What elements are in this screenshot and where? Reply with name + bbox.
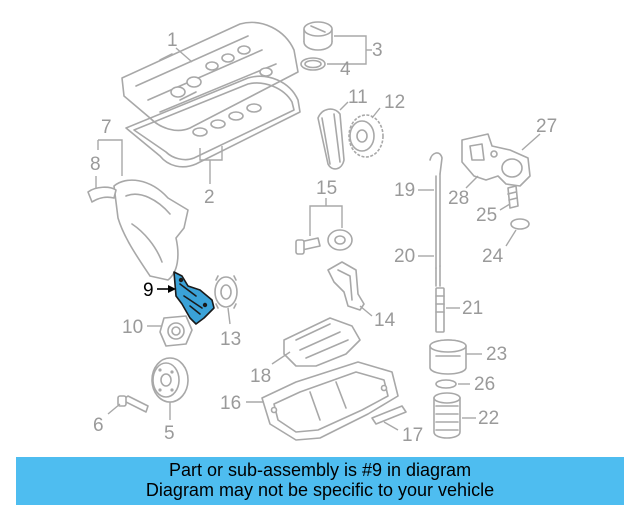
callout-12: 12 — [384, 92, 405, 113]
oil-filter-part — [433, 392, 461, 439]
callout-28-leader — [465, 175, 479, 189]
callout-3-4-leader — [327, 35, 372, 65]
oil-filler-cap-part — [303, 21, 333, 51]
callout-9: 9 — [143, 280, 154, 301]
callout-16: 16 — [220, 393, 241, 414]
callout-15-leader — [309, 198, 343, 236]
callout-17: 17 — [402, 425, 423, 446]
callout-2: 2 — [204, 187, 215, 208]
callout-6-leader — [107, 403, 121, 415]
callout-23: 23 — [486, 344, 507, 365]
seal-ring-part — [510, 218, 530, 230]
bolt-part — [117, 395, 149, 413]
callout-13-leader — [227, 307, 231, 325]
callout-17-leader — [383, 421, 399, 431]
callout-22: 22 — [478, 408, 499, 429]
bracket-part — [327, 261, 365, 311]
callout-4: 4 — [340, 59, 351, 80]
valve-cover-part — [121, 21, 299, 132]
oil-baffle-part — [283, 317, 361, 367]
callout-25-leader — [499, 203, 511, 211]
parts-diagram: 1 2 3 4 7 — [87, 21, 557, 446]
o-ring-part — [435, 379, 457, 389]
stud-part — [435, 287, 445, 333]
callout-27: 27 — [536, 116, 557, 137]
belt-pulley-part — [214, 275, 238, 309]
callout-5: 5 — [164, 423, 175, 444]
crank-pulley-part — [151, 357, 189, 403]
callout-1: 1 — [167, 30, 178, 51]
callout-8: 8 — [90, 154, 101, 175]
filter-housing-part — [429, 339, 467, 375]
gasket-strip-part — [371, 405, 407, 425]
callout-27-leader — [521, 133, 541, 151]
dipstick-part — [429, 152, 443, 287]
callout-20: 20 — [394, 246, 415, 267]
camshaft-sprocket-part — [348, 114, 384, 158]
seal-flange-part — [159, 315, 193, 347]
valve-cover-gasket-part — [125, 75, 301, 168]
callout-18-leader — [271, 351, 291, 365]
timing-belt-part — [317, 108, 345, 170]
callout-28: 28 — [448, 188, 469, 209]
callout-6: 6 — [93, 415, 104, 436]
callout-26: 26 — [474, 374, 495, 395]
banner-line-2: Diagram may not be specific to your vehi… — [145, 480, 495, 500]
callout-14-leader — [359, 305, 373, 317]
oil-pan-part — [261, 361, 399, 441]
callout-25: 25 — [476, 205, 497, 226]
callout-21: 21 — [462, 298, 483, 319]
callout-11-12-leader — [339, 101, 381, 119]
callout-7: 7 — [101, 117, 112, 138]
callout-11: 11 — [348, 87, 368, 108]
part-9-highlighted — [173, 271, 215, 325]
callout-13: 13 — [220, 329, 241, 350]
callout-2-leader — [199, 146, 223, 184]
tensioner-bolt-part — [295, 237, 321, 255]
callout-18: 18 — [250, 366, 271, 387]
tensioner-pulley-part — [327, 229, 353, 251]
oil-filler-seal-part — [300, 57, 326, 71]
timing-cover-upper-part — [113, 179, 189, 281]
callout-24: 24 — [482, 246, 504, 267]
callout-9-arrow — [157, 285, 176, 293]
callout-7-leader — [97, 139, 123, 176]
callout-10: 10 — [122, 317, 143, 338]
callout-1-leader — [175, 47, 193, 63]
filter-bracket-part — [461, 133, 531, 187]
callout-19-20-leader — [418, 189, 434, 257]
callout-3: 3 — [372, 40, 383, 61]
callout-19: 19 — [394, 180, 415, 201]
callout-15: 15 — [316, 178, 337, 199]
callout-14: 14 — [374, 310, 396, 331]
sensor-part — [507, 185, 519, 209]
info-banner: Part or sub-assembly is #9 in diagram Di… — [16, 457, 624, 505]
timing-cover-small-part — [87, 186, 117, 203]
banner-line-1: Part or sub-assembly is #9 in diagram — [168, 460, 472, 480]
callout-24-leader — [505, 229, 517, 247]
